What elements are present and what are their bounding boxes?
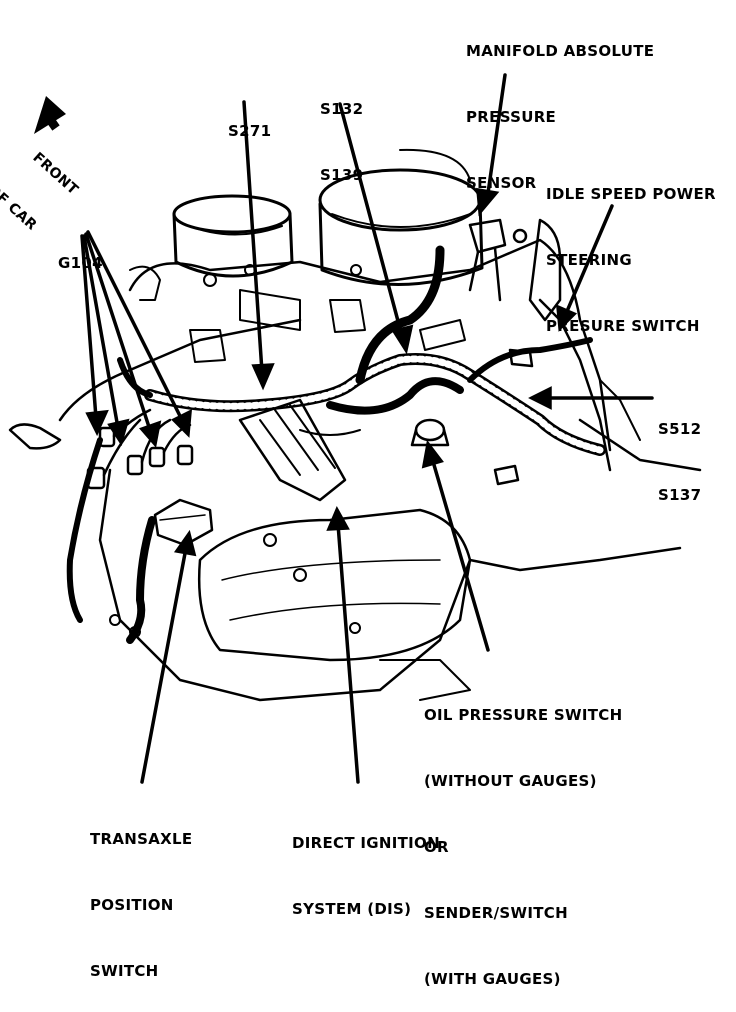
ps-switch [493, 218, 562, 486]
label-idle-speed-switch: IDLE SPEED POWER STEERING PRESURE SWITCH [546, 139, 716, 359]
label-dis-line-1: DIRECT IGNITION [292, 834, 440, 852]
engine-wiring-diagram: MANIFOLD ABSOLUTE PRESSURE SENSOR S271 S… [0, 0, 716, 988]
label-oil-line-4: SENDER/SWITCH [424, 904, 568, 922]
label-s512: S512 [658, 420, 702, 438]
label-idle-speed-line-2: STEERING [546, 251, 632, 269]
label-of-car: OF CAR [0, 181, 40, 234]
dis-coils [238, 398, 347, 502]
leader-dis [326, 506, 360, 784]
label-oil-pressure-switch: OIL PRESSURE SWITCH (WITHOUT GAUGES) OR … [424, 660, 622, 1012]
label-transaxle-switch: TRANSAXLE POSITION SWITCH [90, 784, 192, 1004]
front-of-car-arrow-icon [34, 96, 66, 134]
label-s137: S137 [658, 486, 702, 504]
label-front: FRONT [29, 149, 82, 199]
label-oil-line-5: (WITH GAUGES) [424, 970, 561, 988]
leader-transaxle-switch [140, 529, 197, 784]
engine-block [8, 238, 702, 702]
transaxle-housing [109, 508, 472, 701]
label-transaxle-line-1: TRANSAXLE [90, 830, 193, 848]
label-map-sensor-line-3: SENSOR [466, 174, 537, 192]
label-map-sensor-line-2: PRESSURE [466, 108, 557, 126]
label-idle-speed-line-1: IDLE SPEED POWER [546, 185, 716, 203]
label-oil-line-3: OR [424, 838, 449, 856]
label-map-sensor: MANIFOLD ABSOLUTE PRESSURE SENSOR [466, 0, 654, 216]
label-s271-line-1: S271 [228, 122, 272, 140]
transaxle-connector [153, 498, 214, 547]
label-dis: DIRECT IGNITION SYSTEM (DIS) [292, 788, 440, 942]
leader-s271 [242, 100, 275, 391]
label-s271: S271 [228, 76, 271, 164]
label-idle-speed-line-3: PRESURE SWITCH [546, 317, 700, 335]
label-s132: S132 [320, 100, 364, 118]
wiring-harness [66, 245, 606, 644]
label-transaxle-line-3: SWITCH [90, 962, 159, 980]
oil-pressure-switch [410, 418, 450, 447]
leader-map-sensor [476, 73, 507, 217]
label-oil-line-1: OIL PRESSURE SWITCH [424, 706, 623, 724]
label-s132-s139: S132 S139 [320, 54, 363, 208]
label-oil-line-2: (WITHOUT GAUGES) [424, 772, 597, 790]
leader-s512-s137 [528, 386, 654, 410]
leader-oil-pressure-switch [421, 439, 490, 652]
label-s139: S139 [320, 166, 364, 184]
label-g104: G104 [58, 208, 103, 296]
leader-s132-s139 [338, 102, 414, 355]
label-s512-s137: S512 S137 [658, 374, 701, 528]
label-dis-line-2: SYSTEM (DIS) [292, 900, 412, 918]
label-map-sensor-line-1: MANIFOLD ABSOLUTE [466, 42, 655, 60]
label-g104-line-1: G104 [58, 254, 103, 272]
engine-details [129, 264, 641, 441]
label-transaxle-line-2: POSITION [90, 896, 174, 914]
leader-idle-speed-switch [555, 204, 614, 332]
map-sensor [468, 218, 507, 302]
engine-illustration [8, 73, 702, 784]
leader-g104 [80, 230, 193, 448]
